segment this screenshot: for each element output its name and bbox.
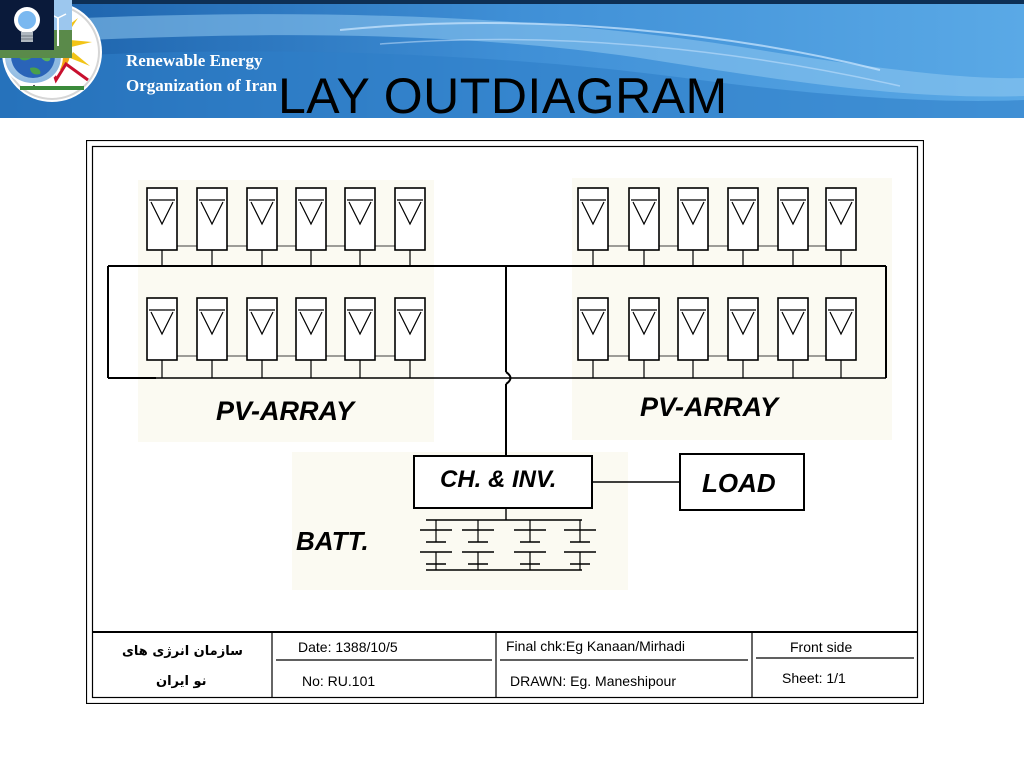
title-block-final-check: Final chk:Eg Kanaan/Mirhadi (506, 638, 685, 654)
org-line-2: Organization of Iran (126, 76, 278, 95)
battery-cell (420, 520, 452, 570)
header-banner: Renewable Energy Organization of Iran (0, 0, 1024, 118)
pv-array-left-label: PV-ARRAY (216, 396, 355, 426)
pv-module (777, 187, 826, 266)
organization-name: Renewable Energy Organization of Iran (126, 48, 277, 98)
pv-module (146, 297, 197, 378)
outer-border (86, 140, 924, 704)
load-label: LOAD (702, 468, 776, 498)
battery-cells-group (420, 520, 596, 570)
pv-module (344, 187, 395, 266)
title-block-grid (92, 631, 918, 698)
battery-label: BATT. (296, 526, 369, 556)
pv-module (394, 297, 426, 378)
inner-border (91, 145, 919, 699)
pv-modules-group (146, 187, 857, 378)
battery-cell (514, 520, 546, 570)
pv-module (196, 297, 247, 378)
title-block-sheet: Sheet: 1/1 (782, 670, 846, 686)
energy-bulb-icon (0, 0, 54, 50)
pv-left-background (138, 180, 434, 442)
charger-inverter-label: CH. & INV. (440, 466, 557, 493)
layout-diagram: PV-ARRAY PV-ARRAY CH. & INV. LOAD BATT. … (86, 140, 924, 704)
pv-module (577, 297, 629, 378)
pv-module (295, 297, 345, 378)
pv-module (577, 187, 629, 266)
title-block-org-fa-1: سازمان انرژی های (122, 644, 243, 659)
pv-module (677, 297, 728, 378)
title-block-date: Date: 1388/10/5 (298, 639, 398, 655)
pv-module (825, 297, 857, 378)
battery-cell (564, 520, 596, 570)
charger-inverter-box (413, 455, 593, 509)
battery-cell (462, 520, 494, 570)
wiring-group (107, 265, 887, 456)
pv-module (727, 297, 778, 378)
pv-module (295, 187, 345, 266)
org-line-1: Renewable Energy (126, 51, 263, 70)
pv-module (246, 187, 296, 266)
diagram-drawing (86, 140, 924, 704)
pv-module (196, 187, 247, 266)
pv-module (727, 187, 778, 266)
page-title: LAY OUTDIAGRAM (278, 68, 728, 118)
pv-module (825, 187, 857, 266)
pv-module (677, 187, 728, 266)
pv-module (628, 187, 678, 266)
pv-module (777, 297, 826, 378)
load-box (679, 453, 805, 511)
pv-array-right-label: PV-ARRAY (640, 392, 779, 422)
title-block-org-fa-2: نو ایران (156, 674, 207, 689)
pv-module (628, 297, 678, 378)
pv-module (146, 187, 197, 266)
title-block-drawn: DRAWN: Eg. Maneshipour (510, 673, 676, 689)
banner-background (0, 0, 1024, 118)
title-block-number: No: RU.101 (302, 673, 376, 689)
pv-module (344, 297, 395, 378)
pv-module (394, 187, 426, 266)
title-block-side: Front side (790, 639, 853, 655)
pv-module (246, 297, 296, 378)
